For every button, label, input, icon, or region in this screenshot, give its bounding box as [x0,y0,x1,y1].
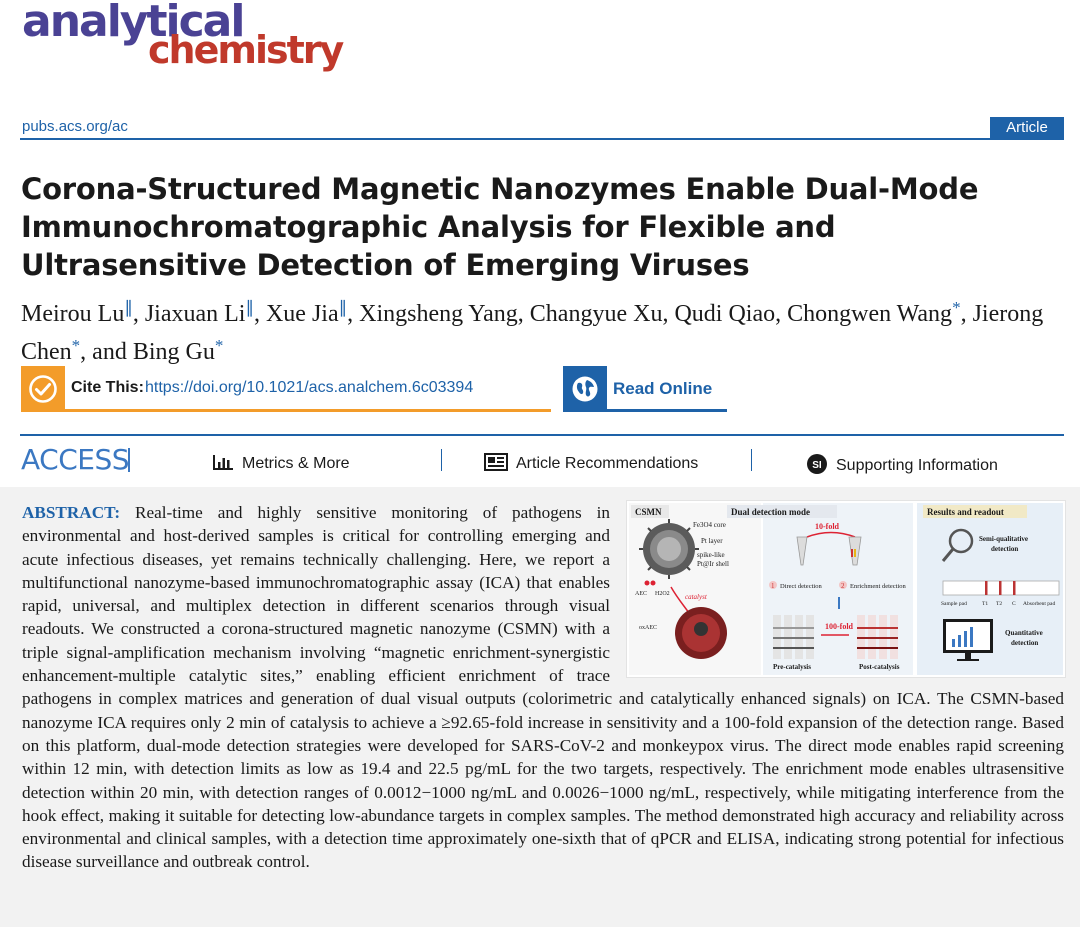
abstract-text: Real-time and highly sensitive monitorin… [22,503,1064,872]
bar-chart-icon [213,455,233,470]
toc-quant: Quantitative [1005,629,1043,637]
corresponding-author-mark: * [952,298,961,317]
toc-enrichment: Enrichment detection [850,583,907,590]
toc-step-two: 2 [841,582,845,590]
toc-ten-fold: 10-fold [815,522,840,531]
access-separator [128,448,130,472]
equal-contribution-mark: ∥ [338,298,348,317]
toc-fe3o4: Fe3O4 core [693,521,726,529]
logo-text-analytical: analytical [22,0,245,47]
toc-t1: T1 [982,601,988,607]
toc-float-spacer [610,501,1064,687]
tab-article-recommendations[interactable]: Article Recommendations [484,453,698,473]
author-name[interactable]: Xingsheng Yang [359,301,518,327]
newspaper-icon [484,453,508,471]
equal-contribution-mark: ∥ [245,298,254,317]
author-name[interactable]: Chongwen Wang [787,301,953,327]
read-online-label: Read Online [613,379,713,398]
toc-step-one: 1 [771,582,775,590]
equal-contribution-mark: ∥ [124,298,133,317]
toc-semi: Semi-qualitative [979,535,1028,543]
journal-url-link[interactable]: pubs.acs.org/ac [22,118,128,135]
read-online-underline [607,409,727,412]
author-name[interactable]: Xue Jia [265,301,339,327]
toc-panel-results: Results and readout [927,507,1004,517]
cite-label: Cite This: [71,379,144,396]
logo-text-chemistry: chemistry [148,28,344,72]
author-list: Meirou Lu∥, Jiaxuan Li∥, Xue Jia∥, Xings… [21,298,1044,365]
toc-quant-detection: detection [1011,639,1038,647]
author-name[interactable]: Jiaxuan Li [144,301,246,327]
tab-separator [441,449,442,471]
toc-catalyst: catalyst [685,593,708,601]
tab-metrics-more[interactable]: Metrics & More [212,453,350,473]
toc-panel-dual: Dual detection mode [731,507,810,517]
author-name[interactable]: Qudi Qiao [674,301,776,327]
header-divider [20,138,1064,140]
toc-oxaec: oxAEC [639,625,657,631]
toc-sample-pad: Sample pad [941,601,967,607]
toc-direct: Direct detection [780,583,822,590]
toc-graphic: CSMN Dual detection mode Results and rea… [626,500,1066,678]
access-divider [20,434,1064,436]
article-type-badge: Article [990,117,1064,139]
author-name[interactable]: Bing Gu [132,339,215,365]
doi-link[interactable]: https://doi.org/10.1021/acs.analchem.6c0… [145,379,474,396]
toc-pt-layer: Pt layer [701,537,723,545]
toc-post: Post-catalysis [859,663,900,671]
si-icon: SI [807,454,827,474]
author-name[interactable]: Jierong Chen [21,301,1044,365]
article-title: Corona-Structured Magnetic Nanozymes Ena… [21,172,979,282]
corresponding-author-mark: * [214,336,224,355]
checkmark-icon [21,366,65,412]
tab-label-recommendations: Article Recommendations [516,455,699,472]
toc-pre: Pre-catalysis [773,663,811,671]
toc-c: C [1012,601,1016,607]
toc-h2o2: H2O2 [655,591,670,597]
toc-hundred-fold: 100-fold [825,622,854,631]
globe-icon [563,366,607,412]
cite-this-block[interactable]: Cite This: https://doi.org/10.1021/acs.a… [21,366,551,412]
tab-supporting-information[interactable]: SI Supporting Information [806,453,998,475]
tab-separator [751,449,752,471]
toc-shell: Pt@Ir shell [697,560,729,568]
journal-logo[interactable]: analytical chemistry [20,0,350,78]
toc-semi-detection: detection [991,545,1018,553]
author-name[interactable]: Changyue Xu [529,301,663,327]
abstract-heading: ABSTRACT: [22,503,121,522]
tab-label-supporting: Supporting Information [836,457,998,474]
access-label: ACCESS [21,443,130,476]
toc-aec: AEC [635,591,647,597]
author-name[interactable]: Meirou Lu [21,301,125,327]
toc-panel-csmn: CSMN [635,507,662,517]
abstract-paragraph: ABSTRACT: Real-time and highly sensitive… [22,501,1064,874]
toc-spike: spike-like [697,551,725,559]
toc-t2: T2 [996,601,1002,607]
toc-absorbent: Absorbent pad [1023,601,1055,607]
read-online-button[interactable]: Read Online [563,366,727,412]
cite-underline [65,409,551,412]
svg-text:SI: SI [812,460,822,471]
tab-label-metrics: Metrics & More [242,455,350,472]
corresponding-author-mark: * [71,336,81,355]
